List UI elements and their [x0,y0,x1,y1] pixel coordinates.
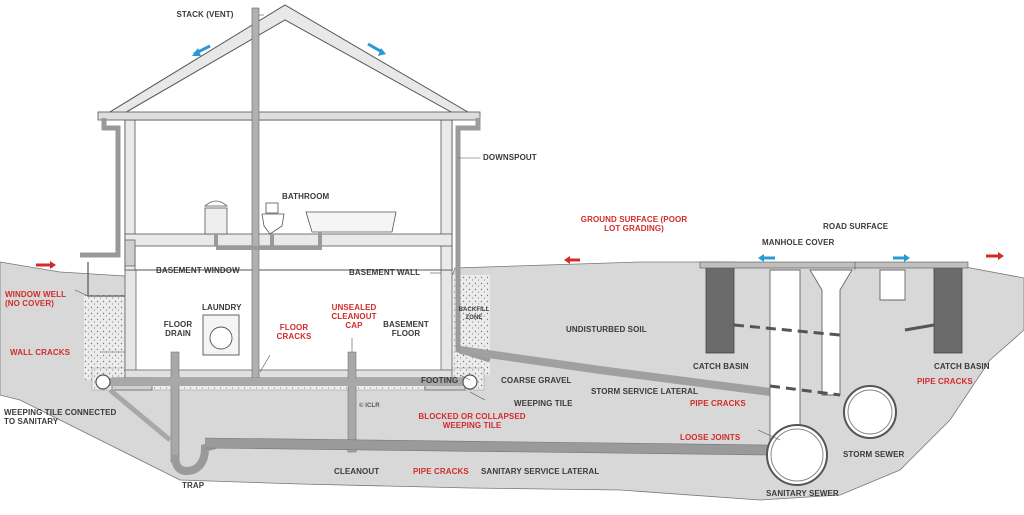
problem-pipe-cracks-storm-lateral: PIPE CRACKS [690,399,746,408]
label-basement-wall: BASEMENT WALL [349,268,421,277]
sink-cabinet [204,207,228,235]
sanitary-lateral [204,438,771,455]
problem-pipe-cracks-storm-sewer: PIPE CRACKS [917,377,973,386]
problem-unsealed-cleanout-cap: UNSEALED CLEANOUT CAP [331,303,377,330]
label-floor-drain: FLOOR DRAIN [163,320,193,338]
toilet-bowl [261,213,285,235]
label-catch-basin-left: CATCH BASIN [693,362,749,371]
toilet-tank [265,202,279,214]
backfill-left [84,295,124,380]
arrow-head-grading-left [50,261,56,269]
label-catch-basin-right: CATCH BASIN [934,362,990,371]
main-floor [124,233,453,247]
label-stack-vent: STACK (VENT) [176,10,234,19]
sink-bowl [203,200,229,207]
problem-pipe-cracks-sanitary: PIPE CRACKS [413,467,469,476]
manhole-sanitary [769,269,801,441]
label-weeping-tile: WEEPING TILE [514,399,573,408]
logo-iclr: © ICLR [359,403,380,409]
label-storm-sewer: STORM SEWER [843,450,905,459]
cleanout-riser [347,351,357,453]
label-footing: FOOTING [421,376,459,385]
catch-basin-left-body [705,264,735,354]
manhole-right [879,269,906,301]
problem-loose-joints: LOOSE JOINTS [680,433,741,442]
weeping-tile-to-sanitary [108,388,172,442]
floor-drain-pipe [170,351,180,463]
label-cleanout: CLEANOUT [334,467,380,476]
label-trap: TRAP [182,481,205,490]
arrow-head-roof-right [378,48,386,56]
weeping-tile-right [462,374,478,390]
arrow-roof-right [367,42,383,54]
problem-wall-cracks: WALL CRACKS [10,348,71,357]
arrow-head-road-right [904,254,910,262]
stack-vent-pipe [251,7,260,379]
label-sanitary-service-lateral: SANITARY SERVICE LATERAL [481,467,600,476]
problem-window-well: WINDOW WELL (NO COVER) [5,290,66,308]
downspout-left [80,118,121,258]
problem-floor-cracks: FLOOR CRACKS [276,323,312,341]
arrow-head-far-right [998,252,1004,260]
wall-right-thick [440,119,453,271]
sanitary-sewer-pipe [766,424,828,486]
label-road-surface: ROAD SURFACE [823,222,889,231]
bathtub [305,211,397,233]
storm-lateral [459,346,771,396]
storm-lateral-joint [769,384,841,397]
label-laundry: LAUNDRY [202,303,242,312]
arrow-head-grading-road [564,256,570,264]
trap [171,441,217,475]
problem-ground-surface: GROUND SURFACE (POOR LOT GRADING) [580,215,688,233]
storm-sewer-inner [847,389,893,435]
sanitary-sewer-inner [770,428,824,482]
label-weeping-tile-connected: WEEPING TILE CONNECTED TO SANITARY [4,408,117,426]
basement-window [124,239,136,267]
catch-basin-left-lead [733,323,841,337]
label-basement-floor: BASEMENT FLOOR [383,320,429,338]
label-undisturbed-soil: UNDISTURBED SOIL [566,325,647,334]
label-storm-service-lateral: STORM SERVICE LATERAL [591,387,698,396]
roof [98,4,480,119]
catch-basin-right-lead [904,323,935,332]
label-downspout: DOWNSPOUT [483,153,537,162]
catch-basin-right-body [933,264,963,354]
foundation-wall-left [124,261,137,373]
label-manhole-cover: MANHOLE COVER [762,238,835,247]
label-basement-window: BASEMENT WINDOW [156,266,240,275]
road-surface [699,261,969,269]
basement-interior [135,270,442,370]
foundation-wall-right [440,261,453,373]
weeping-tile-left [95,374,111,390]
roof-eave [97,111,481,121]
label-backfill-zone: BACKFILL ZONE [458,307,490,321]
arrow-head-roof-left [192,48,201,56]
leader-lines [74,14,856,441]
arrow-head-road-left [758,254,764,262]
bathroom-drain-pipe [214,232,322,250]
storm-sewer-pipe [843,385,897,439]
label-sanitary-sewer: SANITARY SEWER [766,489,839,498]
label-coarse-gravel: COARSE GRAVEL [501,376,572,385]
label-bathroom: BATHROOM [282,192,330,201]
sanitary-lateral-pipe-edge [204,437,771,456]
problem-blocked-weeping-tile: BLOCKED OR COLLAPSED WEEPING TILE [418,412,526,430]
